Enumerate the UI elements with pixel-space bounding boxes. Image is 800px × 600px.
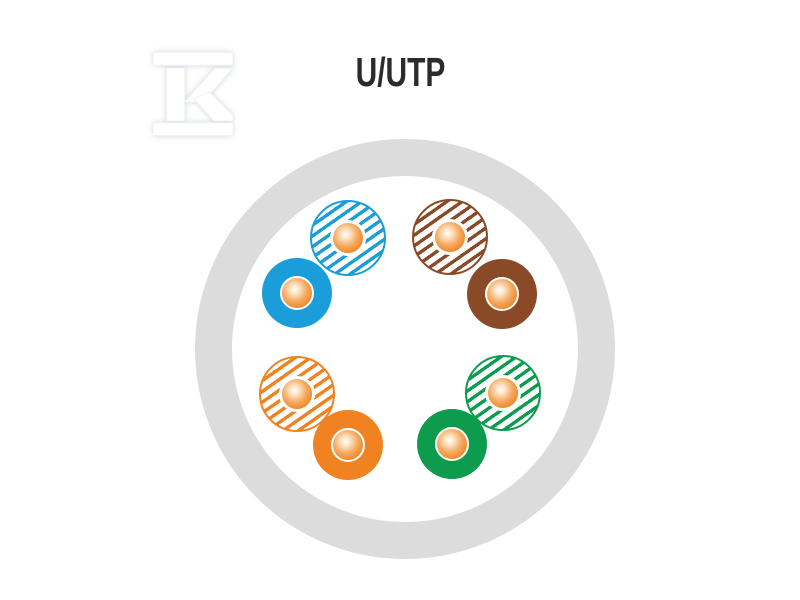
copper-core-blue-solid xyxy=(280,276,314,310)
diagram-title-text: U/UTP xyxy=(355,49,445,95)
wire-brown-striped xyxy=(412,199,488,275)
logo-bottom-bar xyxy=(153,122,233,136)
copper-core-blue-striped xyxy=(330,220,366,256)
logo-k-lower-arm xyxy=(193,90,233,122)
cable-jacket-ring xyxy=(195,139,615,559)
copper-core-green-striped xyxy=(485,375,521,411)
wire-green-striped xyxy=(465,355,541,431)
copper-core-brown-striped xyxy=(432,219,468,255)
wire-green-solid xyxy=(417,409,487,479)
wire-orange-solid xyxy=(313,410,383,480)
wire-brown-solid xyxy=(467,259,537,329)
copper-core-orange-striped xyxy=(279,376,315,412)
logo-top-bar xyxy=(153,52,233,66)
diagram-title: U/UTP xyxy=(0,52,800,96)
copper-core-orange-solid xyxy=(331,428,365,462)
wire-blue-striped xyxy=(310,200,386,276)
copper-core-green-solid xyxy=(435,427,469,461)
k-brand-logo xyxy=(153,52,233,136)
wire-blue-solid xyxy=(262,258,332,328)
logo-k-stem xyxy=(166,67,186,122)
copper-core-brown-solid xyxy=(485,277,519,311)
